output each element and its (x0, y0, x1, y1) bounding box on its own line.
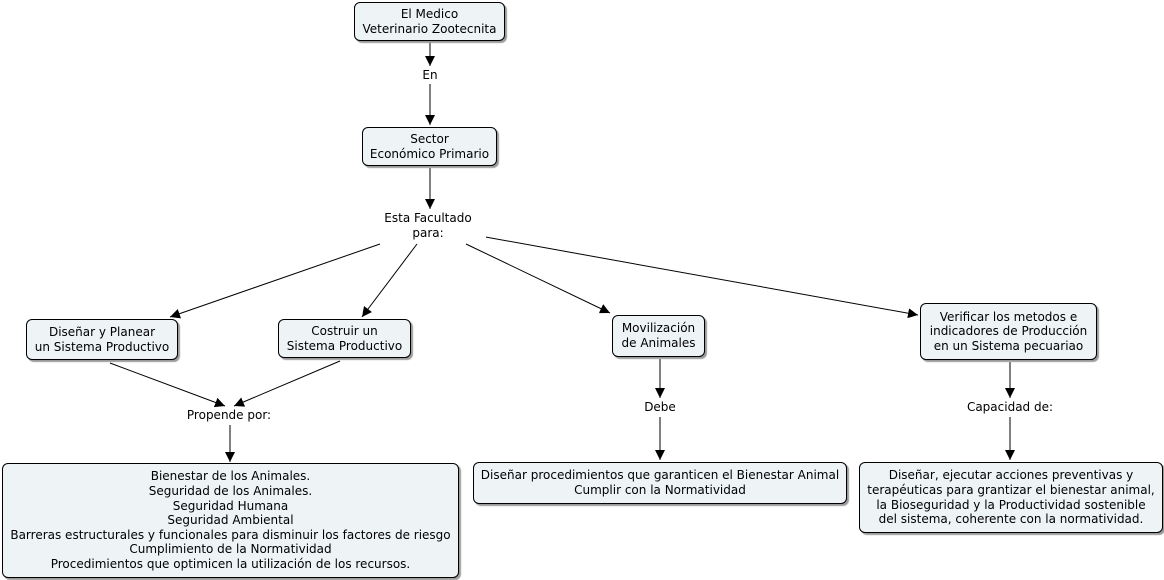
node-sector-primario[interactable]: Sector Económico Primario (362, 127, 497, 166)
node-construir-sistema[interactable]: Costruir un Sistema Productivo (278, 319, 411, 358)
link-esta-facultado: Esta Facultado para: (370, 211, 486, 241)
edge-facultado-movilizacion (465, 243, 611, 314)
link-debe: Debe (634, 400, 686, 415)
node-medico-veterinario[interactable]: El Medico Veterinario Zootecnita (354, 2, 505, 41)
edge-facultado-disenar (169, 243, 381, 319)
node-disenar-procedimientos[interactable]: Diseñar procedimientos que garanticen el… (473, 462, 847, 504)
link-propende-por: Propende por: (176, 408, 282, 423)
node-verificar-metodos[interactable]: Verificar los metodos e indicadores de P… (920, 303, 1097, 360)
link-capacidad-de: Capacidad de: (958, 400, 1062, 415)
edge-construir-propende (233, 360, 341, 407)
edge-facultado-verificar (479, 235, 919, 319)
node-movilizacion-animales[interactable]: Movilización de Animales (612, 315, 705, 357)
edge-facultado-construir (361, 243, 418, 318)
edge-disenar-propende (109, 362, 226, 408)
link-en: En (410, 68, 450, 83)
node-acciones-preventivas[interactable]: Diseñar, ejecutar acciones preventivas y… (859, 462, 1163, 533)
node-disenar-sistema[interactable]: Diseñar y Planear un Sistema Productivo (26, 319, 178, 360)
node-bienestar-lista[interactable]: Bienestar de los Animales. Seguridad de … (2, 463, 459, 578)
